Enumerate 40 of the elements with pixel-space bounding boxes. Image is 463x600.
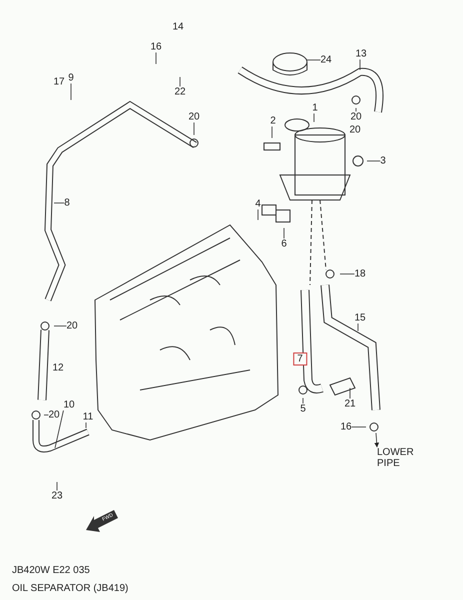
callout-number: 5 [300,404,306,414]
boxed-callout-number: 7 [293,352,307,366]
callout-number: 8 [64,198,70,208]
callout-number: 22 [174,86,186,98]
callout-number: 1 [312,102,318,114]
leader-line [44,414,49,416]
callout-number: 20 [66,320,78,332]
callout-number: 11 [82,412,94,422]
callout-number: 16 [150,42,162,52]
callout-number: 13 [355,48,367,60]
callout-number: 4 [255,198,261,210]
callout-number: 2 [270,116,276,126]
callout-number: 10 [63,400,75,410]
callout-number: 20 [350,112,362,122]
section-name-text: OIL SEPARATOR (JB419) [12,583,128,594]
callout-number: 23 [51,490,63,502]
callout-number: 16 [340,422,352,432]
callout-number: 12 [52,362,64,374]
pipe-label: LOWER PIPE [377,447,423,469]
callout-number: 21 [344,398,356,410]
leader-line [56,482,58,491]
callout-number: 3 [380,156,386,166]
callout-number: 18 [354,268,366,280]
callout-number: 17 [53,76,65,88]
callout-number: 24 [320,54,332,66]
part-code-text: JB420W E22 035 [12,565,90,576]
leader-line [70,83,72,100]
callout-number: 9 [68,72,74,84]
leader-line [351,426,366,428]
callout-number: 15 [354,312,366,324]
callout-number: 20 [48,410,60,420]
leader-line [54,410,64,448]
leader-line [366,160,381,162]
callout-number: 14 [172,22,184,32]
callout-number: 20 [188,112,200,122]
leader-line [302,398,304,404]
arrow [374,432,380,448]
callout-number: 6 [281,238,287,250]
leader-line [54,202,65,204]
callout-number: 20 [349,124,361,136]
